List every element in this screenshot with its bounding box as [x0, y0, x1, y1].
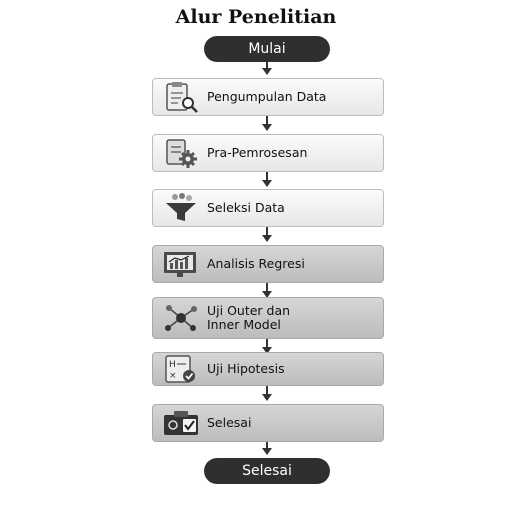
end-terminal: Selesai: [204, 458, 330, 484]
document-gear-icon: [166, 139, 197, 168]
flow-arrow: [262, 172, 272, 187]
flow-arrow: [262, 339, 272, 354]
svg-text:×: ×: [169, 371, 177, 381]
flow-arrow: [262, 116, 272, 131]
step-label: Uji Outer dan Inner Model: [207, 303, 291, 332]
start-label: Mulai: [248, 41, 286, 57]
network-nodes-icon: [165, 305, 197, 331]
flow-arrow: [262, 442, 272, 455]
svg-text:H: H: [169, 360, 176, 370]
step-selesai-box: Selesai: [152, 404, 384, 442]
diagram-title: Alur Penelitian: [175, 6, 337, 28]
step-uji-hipotesis: H × Uji Hipotesis: [152, 352, 384, 386]
step-label: Uji Hipotesis: [207, 361, 285, 376]
flow-arrow: [262, 227, 272, 242]
end-label: Selesai: [242, 463, 292, 479]
hypothesis-check-icon: H ×: [165, 355, 195, 383]
step-label: Selesai: [207, 415, 252, 430]
clipboard-search-icon: [166, 82, 198, 113]
funnel-icon: [166, 193, 196, 221]
step-uji-outer-inner-model: Uji Outer dan Inner Model: [152, 297, 384, 339]
step-pra-pemrosesan: Pra-Pemrosesan: [152, 134, 384, 172]
step-pengumpulan-data: Pengumpulan Data: [152, 78, 384, 116]
step-label: Seleksi Data: [207, 200, 285, 215]
chart-monitor-icon: [164, 252, 196, 277]
step-label: Pra-Pemrosesan: [207, 145, 308, 160]
step-label: Pengumpulan Data: [207, 89, 327, 104]
step-seleksi-data: Seleksi Data: [152, 189, 384, 227]
step-label: Analisis Regresi: [207, 256, 305, 271]
start-terminal: Mulai: [204, 36, 330, 62]
flow-arrow: [262, 62, 272, 75]
step-analisis-regresi: Analisis Regresi: [152, 245, 384, 283]
flow-arrow: [262, 386, 272, 401]
flow-arrow: [262, 283, 272, 298]
checkmark-box-icon: [164, 411, 198, 435]
